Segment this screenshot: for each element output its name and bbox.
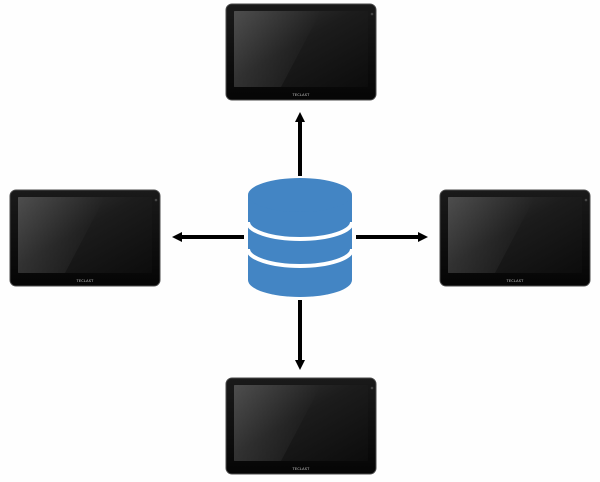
tablet-brand-label: TECLAST <box>506 279 525 283</box>
tablet-icon <box>439 189 591 287</box>
database-icon <box>246 178 354 297</box>
tablet-bottom: TECLAST <box>225 377 377 475</box>
tablet-icon <box>9 189 161 287</box>
tablet-left: TECLAST <box>9 189 161 287</box>
tablet-brand-label: TECLAST <box>76 279 95 283</box>
tablet-icon <box>225 377 377 475</box>
tablet-right: TECLAST <box>439 189 591 287</box>
tablet-icon <box>225 3 377 101</box>
tablet-brand-label: TECLAST <box>292 93 311 97</box>
tablet-top: TECLAST <box>225 3 377 101</box>
tablet-brand-label: TECLAST <box>292 467 311 471</box>
